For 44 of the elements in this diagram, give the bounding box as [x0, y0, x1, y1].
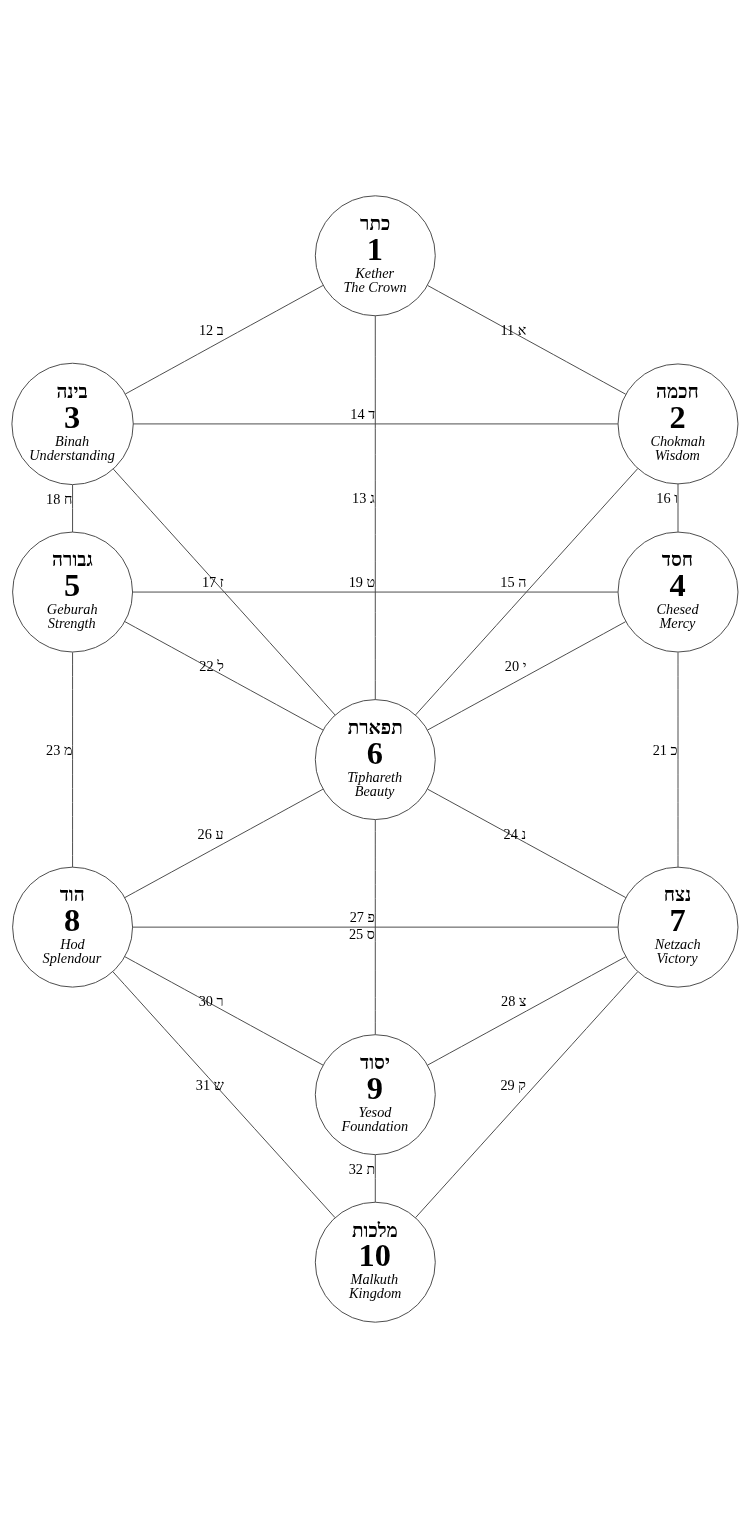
- connector: [112, 468, 336, 716]
- edge-label: 29 ק: [500, 1077, 526, 1094]
- edge-label: 12 ב: [198, 321, 224, 338]
- edge-label: 25 ס: [348, 925, 375, 942]
- edge-label: 15 ה: [500, 573, 527, 590]
- connector: [124, 285, 324, 395]
- edge-label: 19 ט: [348, 574, 376, 591]
- edge-label: 20 י: [504, 658, 527, 675]
- connector: [132, 423, 619, 425]
- edge-label: 24 נ: [503, 825, 527, 842]
- connector: [132, 926, 619, 928]
- connector: [427, 621, 627, 731]
- edge-label: 21 כ: [652, 741, 678, 758]
- edge-label: 26 ע: [197, 825, 224, 842]
- edge-label: 30 ר: [198, 993, 224, 1010]
- edge-label: 14 ד: [350, 406, 376, 423]
- edge-label: 11 א: [500, 322, 527, 339]
- connector: [112, 971, 336, 1219]
- connector: [124, 956, 324, 1066]
- connector: [124, 621, 324, 731]
- connector: [677, 483, 679, 533]
- connector: [374, 315, 376, 701]
- edge-label: 16 ו: [656, 490, 678, 507]
- connector: [415, 971, 638, 1219]
- edge-label: 28 צ: [501, 993, 527, 1010]
- connector: [72, 484, 74, 533]
- connector: [132, 591, 619, 593]
- connector: [427, 956, 627, 1066]
- edge-label: 27 פ: [349, 909, 376, 926]
- connector: [427, 285, 627, 395]
- edge-label: 18 ח: [46, 490, 73, 507]
- edge-label: 23 מ: [46, 741, 73, 758]
- edge-label: 17 ז: [201, 574, 224, 591]
- connector: [124, 788, 324, 899]
- connector: [677, 651, 679, 868]
- edge-label: 13 ג: [352, 489, 375, 506]
- connector: [72, 651, 74, 868]
- connector: [374, 819, 376, 1036]
- edge-label: 31 ש: [195, 1077, 224, 1094]
- edge-label: 22 ל: [199, 658, 224, 675]
- connector: [374, 1154, 376, 1203]
- connector: [427, 788, 627, 899]
- edge-label: 32 ת: [348, 1160, 376, 1177]
- connector: [415, 468, 639, 716]
